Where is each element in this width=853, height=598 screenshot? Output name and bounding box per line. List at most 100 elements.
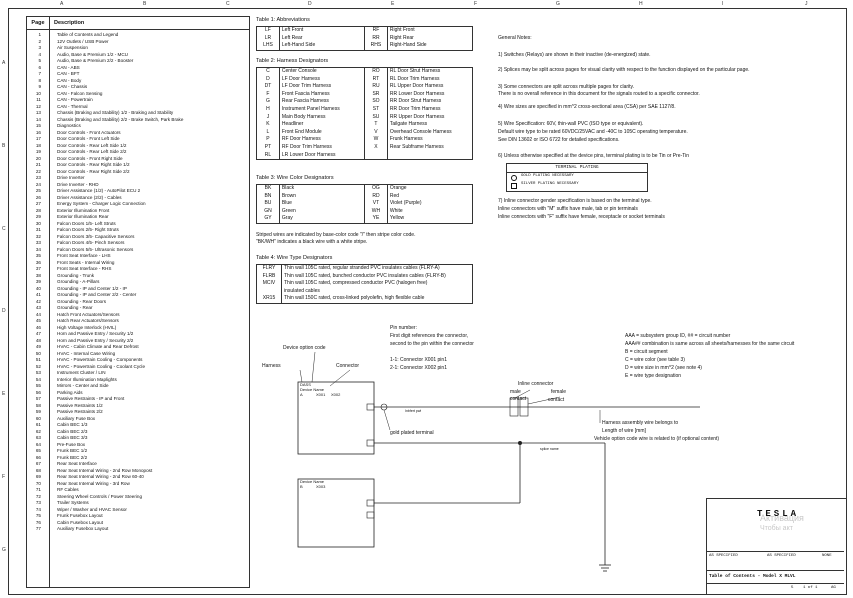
- table-desc: insulated cables: [281, 287, 470, 296]
- page-description: RF Cables: [57, 487, 79, 492]
- page-number: 60: [35, 415, 41, 421]
- page-description: Drive Inverter: [57, 175, 85, 180]
- table-desc: RF Door Trim Harness: [278, 143, 364, 152]
- page-description: Cabin BEC 1/3: [57, 422, 88, 427]
- row-marker: F: [2, 474, 6, 480]
- spec2: AS SPECIFIED: [767, 554, 796, 558]
- table-desc: Left-Hand Side: [278, 42, 364, 50]
- page-number: 76: [35, 519, 41, 525]
- page-number: 37: [35, 266, 41, 271]
- page-description: Pre-Fuse Box: [57, 441, 86, 447]
- note-line: 5) Wire Specification: 60V, thin-wall PV…: [498, 121, 644, 127]
- page-description: Falcon Doors 2/5- Right Struts: [57, 227, 119, 232]
- aaa-line5: D = wire size in mm^2 (see note 4): [625, 365, 702, 371]
- female-label: female: [551, 389, 567, 395]
- page-description: Front Seat Interface - LHS: [57, 253, 111, 258]
- col-marker: A: [60, 1, 64, 7]
- device-name2-label: Device Name: [300, 479, 325, 484]
- table-code: X: [364, 143, 387, 152]
- page-description: Door Controls - Rear Left Side 2/2: [57, 149, 127, 154]
- table-desc: LR Lower Door Harness: [278, 151, 364, 160]
- col-marker: E: [391, 1, 395, 7]
- note-line: 6) Unless otherwise specified at the dev…: [498, 153, 690, 159]
- pin-line2: second to the pin within the connector: [390, 341, 474, 347]
- connector-pin: [366, 439, 375, 447]
- vehicle-option-label: Vehicle option code wire is related to (…: [594, 436, 720, 442]
- page-number: 25: [35, 188, 41, 193]
- table-code: OG: [364, 185, 387, 193]
- page-description: Passive Restraints - IP and Front: [57, 396, 125, 401]
- page-description: Mirrors - Center and Side: [57, 383, 109, 388]
- page-description: Interior Illumination Maplights: [57, 376, 117, 382]
- page-number: 9: [38, 84, 41, 89]
- page-number: 41: [35, 292, 41, 297]
- table4-title: Table 4: Wire Type Designators: [256, 255, 333, 261]
- page-description: Instrument Cluster / LIN: [57, 370, 106, 375]
- page-description: Parking Aids: [57, 389, 83, 395]
- note-line: See DIN 13602 or ISO 6722 for detailed s…: [498, 137, 620, 143]
- page-number: 40: [35, 285, 41, 291]
- table2-title: Table 2: Harness Designators: [256, 58, 329, 64]
- table3-note1: Striped wires are indicated by base-colo…: [256, 232, 416, 238]
- note-line: Inline connectors with "F" suffix have f…: [498, 214, 665, 220]
- col-marker: C: [226, 1, 230, 7]
- page-description: Door Controls - Front Left Side: [57, 136, 120, 141]
- aaa-line2: AAA## combination is same across all she…: [625, 341, 795, 347]
- table-code: P: [266, 136, 270, 143]
- table-code: BU: [264, 200, 272, 207]
- connector-pin: [366, 499, 375, 507]
- page-number: 49: [35, 344, 41, 349]
- table-desc: Thin wall 105C rated, compressed conduct…: [281, 280, 470, 288]
- table-code: RU: [364, 83, 387, 91]
- device-name-label: Device Name: [300, 387, 325, 392]
- page-description: Cabin Fusebox Layout: [57, 519, 103, 525]
- page-description: Front Seat Interface - RHS: [57, 266, 112, 271]
- terminal-plating-box: TERMINAL PLATING GOLD PLATING NECESSARY …: [506, 163, 648, 192]
- page-description: Cabin BEC 2/3: [57, 428, 88, 434]
- table-code: V: [364, 128, 387, 137]
- watermark-line1: Активация: [760, 513, 804, 523]
- note-line: 2) Splices may be split across pages for…: [498, 67, 750, 73]
- table-code: J: [266, 113, 270, 120]
- page-number: 2: [38, 38, 41, 44]
- page-description: CAN - BFT: [57, 71, 80, 76]
- table-desc: RL Upper Door Harness: [386, 83, 472, 91]
- note-line: 4) Wire sizes are specified in mm^2 cros…: [498, 104, 676, 110]
- page-description: CAN - Chassis: [57, 84, 88, 89]
- page-index-row: 37 Front Seat Interface - RHS: [27, 266, 249, 273]
- page-number: 13: [35, 110, 41, 115]
- page-description: Driver Assistance (2/2) - Cables: [57, 194, 122, 200]
- page-number: 64: [35, 441, 41, 447]
- page-number: 12: [35, 103, 41, 109]
- inline-connector-male: [509, 397, 519, 417]
- page-number: 31: [35, 227, 41, 232]
- watermark-line2: Чтобы акт: [760, 525, 793, 532]
- page-number: 75: [35, 513, 41, 518]
- page-number: 59: [35, 409, 41, 414]
- page-number: 28: [35, 207, 41, 213]
- page-description: Grounding - Rear: [57, 305, 93, 310]
